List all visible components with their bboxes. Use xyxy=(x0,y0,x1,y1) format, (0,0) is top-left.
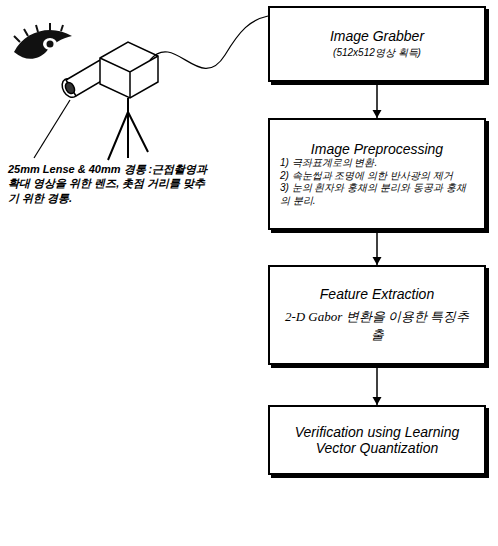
eyelash xyxy=(14,23,63,42)
leader-line xyxy=(34,100,70,158)
box-title: Feature Extraction xyxy=(280,286,474,302)
box-title: Image Preprocessing xyxy=(280,141,474,157)
box-text: 2) 속눈썹과 조명에 의한 반사광의 제거 xyxy=(280,170,474,183)
box-text: 3) 눈의 흰자와 홍채의 분리와 동공과 홍채의 분리. xyxy=(280,182,474,207)
process-box: Image Grabber (512x512영상 획득) xyxy=(268,6,486,82)
box-text: 2-D Gabor 변환을 이용한 특징추출 xyxy=(280,308,474,344)
arrow-head xyxy=(373,257,382,265)
box-text: (512x512영상 획득) xyxy=(280,46,474,60)
box-title: Image Grabber xyxy=(280,28,474,44)
box-title: Verification using Learning Vector Quant… xyxy=(280,424,474,456)
flow-arrow xyxy=(373,233,382,265)
camera-cable xyxy=(150,16,268,68)
flow-arrow xyxy=(373,85,382,118)
process-box: Verification using Learning Vector Quant… xyxy=(268,405,486,475)
camera-body xyxy=(100,42,158,98)
arrow-head xyxy=(373,110,382,118)
box-text: 1) 극좌표계로의 변환. xyxy=(280,157,474,170)
eye-pupil xyxy=(47,41,54,48)
eye-iris xyxy=(43,38,57,50)
tripod xyxy=(108,98,148,160)
eye-drawing xyxy=(14,30,72,59)
arrow-head xyxy=(373,397,382,405)
flow-arrow xyxy=(373,368,382,405)
process-box: Image Preprocessing1) 극좌표계로의 변환.2) 속눈썹과 … xyxy=(268,118,486,230)
process-box: Feature Extraction 2-D Gabor 변환을 이용한 특징추출 xyxy=(268,265,486,365)
callout-note: 25mm Lense & 40mm 경통 :근접촬영과 확대 영상을 위한 렌즈… xyxy=(8,162,213,205)
